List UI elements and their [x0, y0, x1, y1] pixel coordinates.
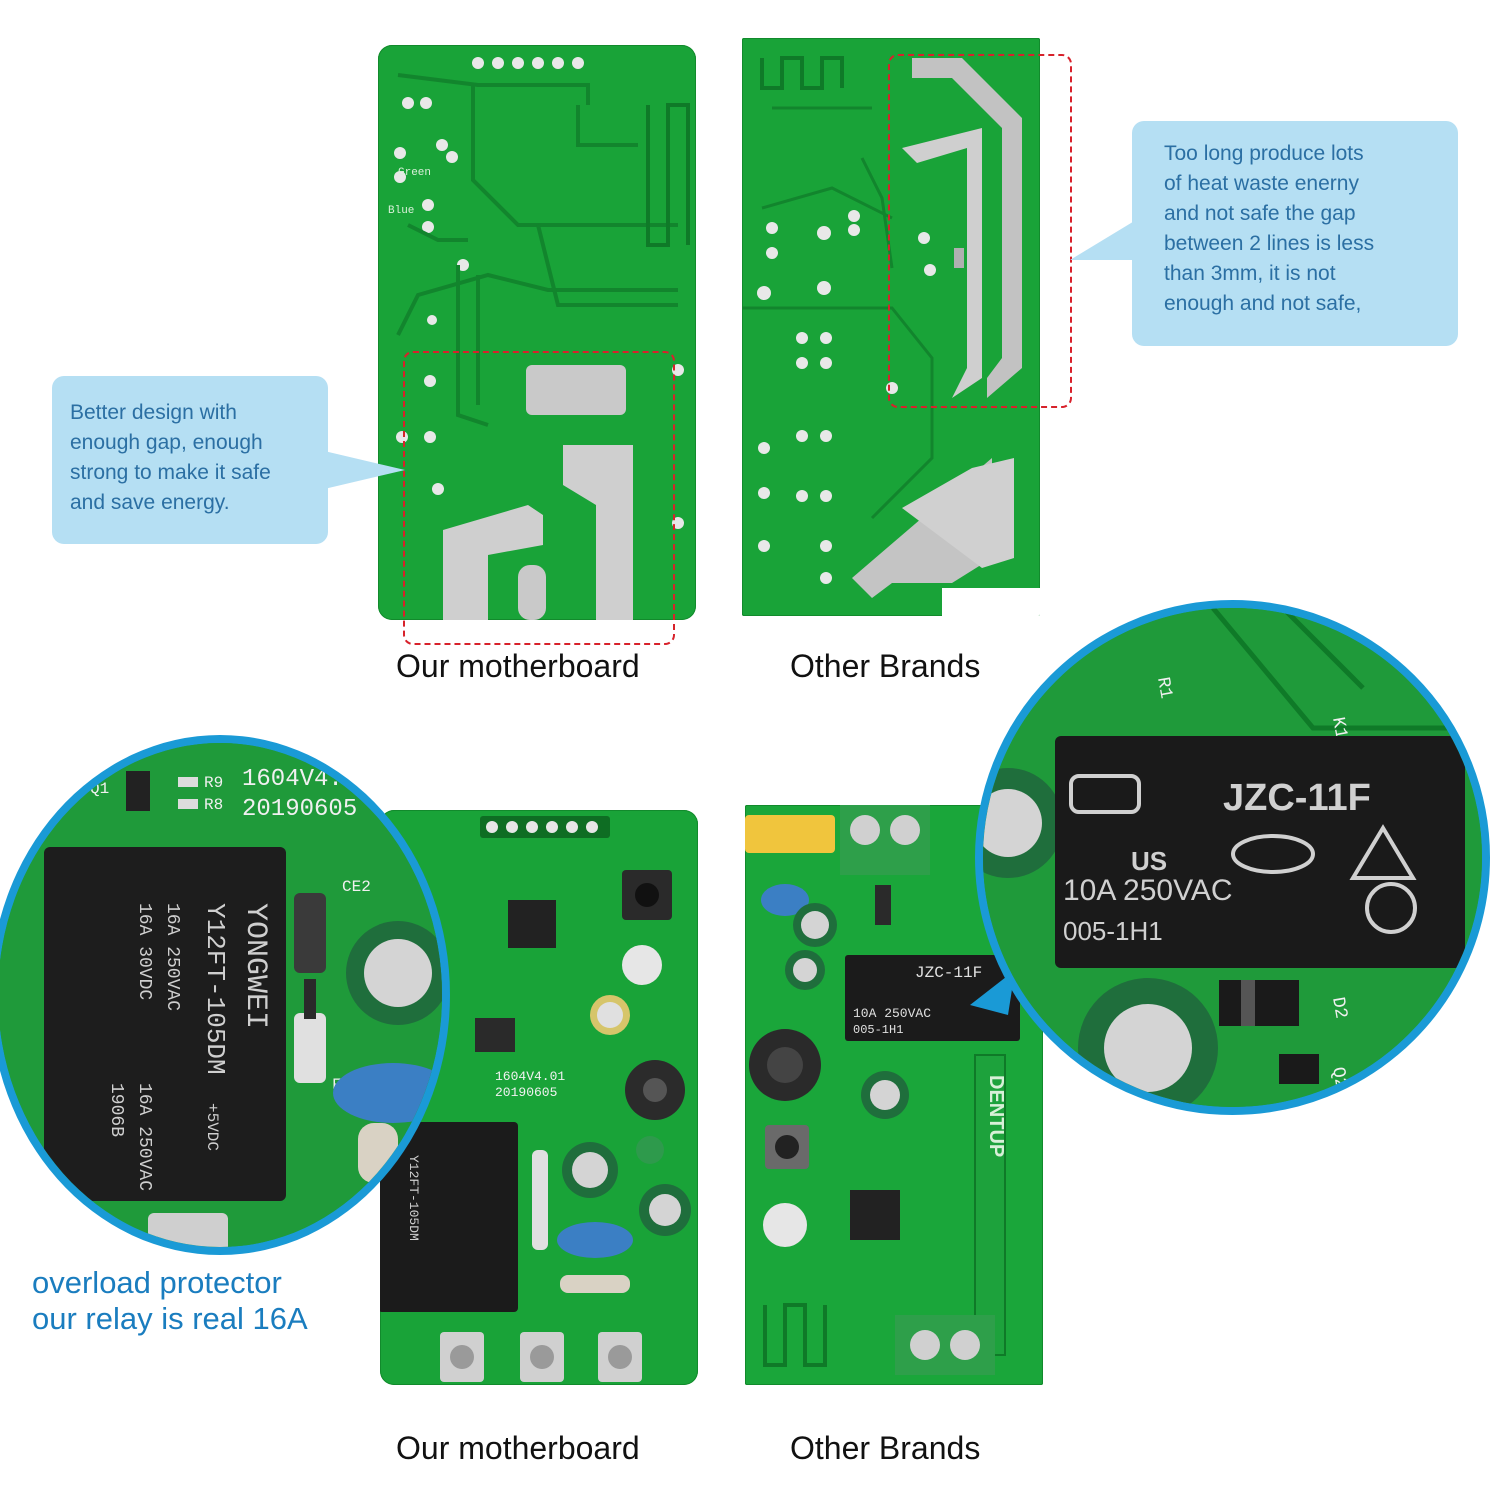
other-brand-silk: DENTUP [985, 1075, 1007, 1157]
our-relay-model: Y12FT-105DM [200, 903, 230, 1075]
callout-right-pointer [1070, 220, 1136, 260]
caption-top-left: Our motherboard [396, 648, 640, 684]
our-relay-zoom-art: Q1 R9 R8 1604V4.01 20190605 CE2 FB1 YONG… [0, 743, 442, 1247]
caption-top-right: Other Brands [790, 648, 981, 684]
board-date: 20190605 [495, 1085, 557, 1100]
callout-right-line-3: and not safe the gap [1164, 202, 1356, 225]
other-board-back-traces [742, 56, 1040, 616]
callout-left: Better design with enough gap, enough st… [52, 376, 328, 544]
other-relay-zoom: R1 K1 JZC-11F US 10A 250VAC 005-1H1 D2 Q… [975, 600, 1490, 1115]
other-board-back [742, 38, 1040, 616]
other-relay-small-model: JZC-11F [915, 964, 982, 982]
board-version: 1604V4.01 [495, 1069, 565, 1084]
callout-left-line-2: enough gap, enough [70, 431, 263, 454]
callout-right-line-4: between 2 lines is less [1164, 232, 1375, 255]
other-relay-code: 005-1H1 [1063, 916, 1163, 946]
overload-note: overload protector our relay is real 16A [32, 1265, 308, 1337]
other-relay-body [1055, 736, 1465, 968]
other-board-gap-highlight [888, 54, 1072, 408]
zoom-date: 20190605 [242, 796, 357, 823]
callout-right-line-2: of heat waste enerny [1164, 172, 1359, 195]
other-relay-small [845, 955, 1020, 1041]
callout-left-pointer [320, 450, 405, 490]
other-relay-zoom-art: R1 K1 JZC-11F US 10A 250VAC 005-1H1 D2 Q… [983, 608, 1482, 1107]
our-board-front-components: Y12FT-105DM 1604V4.01 20190605 [380, 816, 691, 1382]
zoom-version: 1604V4.01 [242, 766, 372, 793]
zoom-q2: Q2 [1327, 1066, 1350, 1091]
our-relay-body [44, 847, 286, 1201]
other-relay-logo [1069, 774, 1141, 814]
our-board-back-traces: Green Blue [388, 57, 690, 620]
our-relay-coil: +5VDC [203, 1103, 221, 1151]
silk-green: Green [398, 167, 431, 179]
our-relay-brand: YONGWEI [238, 903, 272, 1029]
our-board-gap-highlight [403, 351, 675, 645]
zoom-r9: R9 [204, 774, 223, 792]
other-relay-cert: US [1131, 846, 1167, 876]
other-board-front: JZC-11F 10A 250VAC 005-1H1 DENTUP [745, 805, 1043, 1385]
other-board-front-components: JZC-11F 10A 250VAC 005-1H1 DENTUP [745, 805, 1020, 1375]
our-relay-rating-1: 16A 250VAC [162, 903, 182, 1011]
zoom-pointer [970, 970, 1015, 1015]
overload-note-line-1: overload protector [32, 1265, 282, 1300]
our-board-front: Y12FT-105DM 1604V4.01 20190605 [380, 810, 698, 1385]
our-relay-zoom: Q1 R9 R8 1604V4.01 20190605 CE2 FB1 YONG… [0, 735, 450, 1255]
overload-note-line-2: our relay is real 16A [32, 1301, 308, 1336]
callout-left-line-1: Better design with [70, 401, 237, 424]
silk-blue: Blue [388, 205, 414, 217]
zoom-ce2: CE2 [342, 878, 371, 896]
callout-right-line-6: enough and not safe, [1164, 292, 1362, 315]
other-relay-model: JZC-11F [1223, 777, 1371, 819]
callout-left-line-3: strong to make it safe [70, 461, 271, 484]
our-relay-small-model: Y12FT-105DM [406, 1155, 421, 1241]
callout-right-line-5: than 3mm, it is not [1164, 262, 1336, 285]
zoom-r8: R8 [204, 796, 223, 814]
our-relay-small [380, 1122, 518, 1312]
other-relay-rating: 10A 250VAC [1063, 874, 1233, 907]
other-relay-small-code: 005-1H1 [853, 1023, 903, 1037]
our-board-back: Green Blue [378, 45, 696, 620]
zoom-d2: D2 [1327, 996, 1350, 1021]
our-relay-rating-3: 16A 250VAC [134, 1083, 154, 1191]
caption-bottom-left: Our motherboard [396, 1430, 640, 1466]
callout-right-line-1: Too long produce lots [1164, 142, 1364, 165]
zoom-r1: R1 [1152, 676, 1175, 701]
zoom-k1: K1 [1327, 716, 1350, 741]
zoom-q1: Q1 [90, 780, 109, 798]
callout-left-line-4: and save energy. [70, 491, 230, 514]
other-relay-small-rating: 10A 250VAC [853, 1006, 931, 1021]
caption-bottom-right: Other Brands [790, 1430, 981, 1466]
our-relay-rating-2: 16A 30VDC [134, 903, 154, 1000]
our-relay-code: 1906B [106, 1083, 126, 1137]
callout-right: Too long produce lots of heat waste ener… [1132, 121, 1458, 346]
